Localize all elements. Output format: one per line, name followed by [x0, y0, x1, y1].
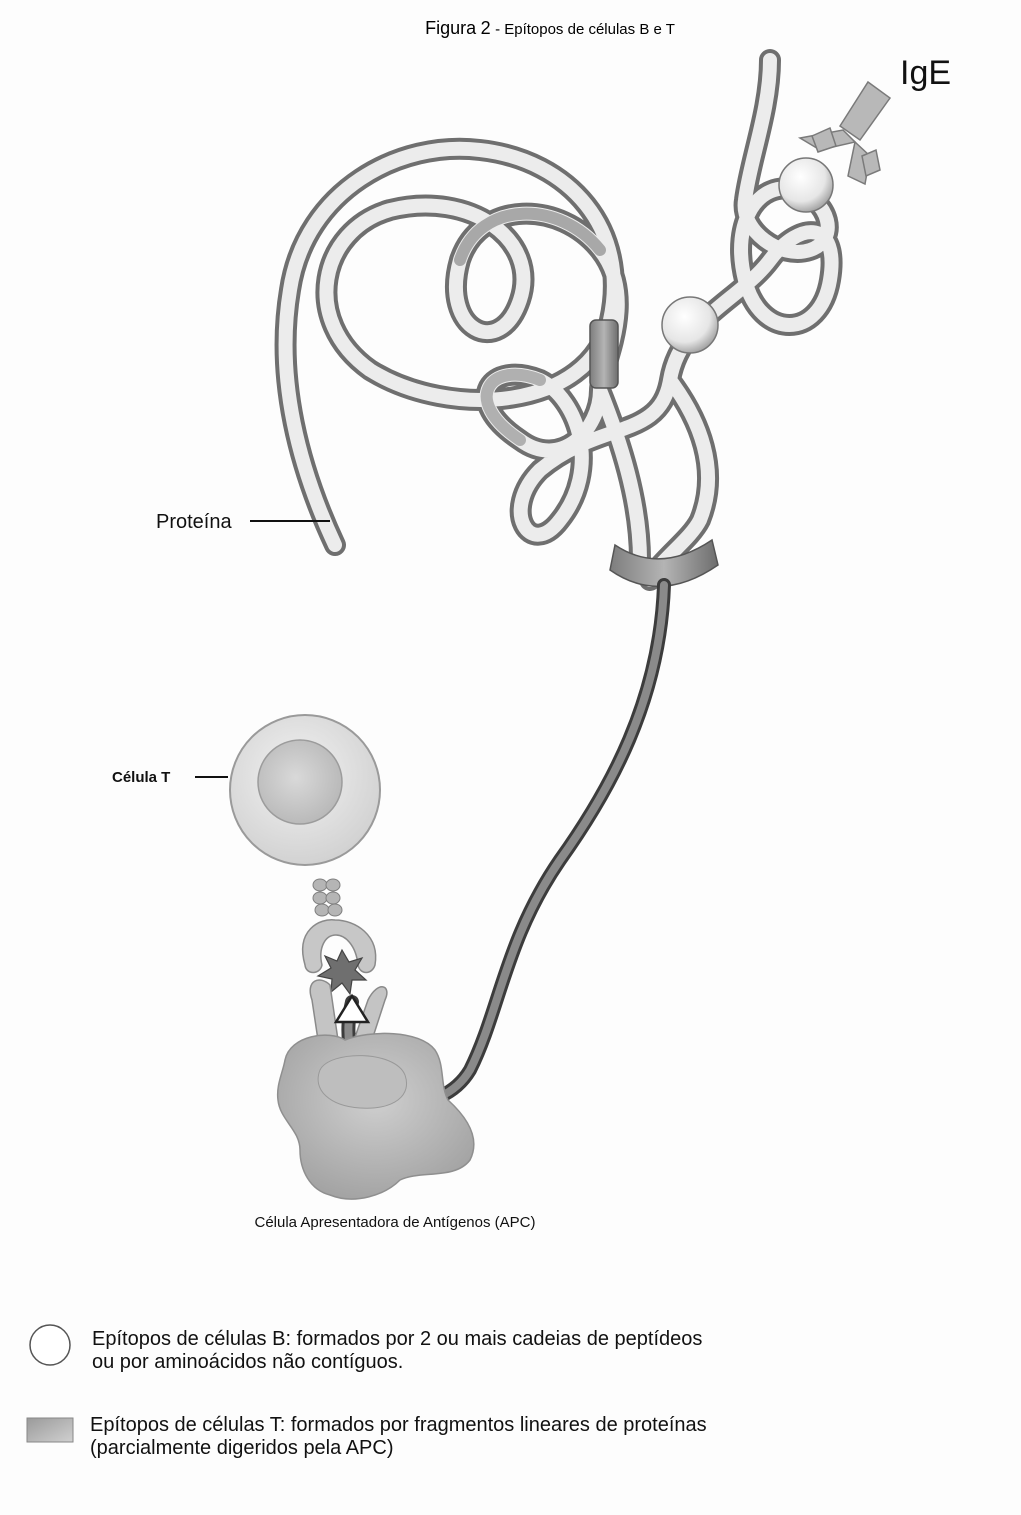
protein-label: Proteína [156, 511, 232, 533]
ige-label: IgE [900, 54, 951, 92]
legend-t-epitope-symbol [27, 1418, 73, 1442]
t-cell-nucleus [258, 740, 342, 824]
legend-b-epitope-text: Epítopos de células B: formados por 2 ou… [92, 1328, 702, 1374]
figure-title-number: 2 [481, 18, 491, 38]
legend-b-epitope-line1: Epítopos de células B: formados por 2 ou… [92, 1328, 702, 1351]
b-epitope-ball-1 [662, 297, 718, 353]
legend-t-epitope-line2: (parcialmente digeridos pela APC) [90, 1437, 707, 1460]
t-cell-label: Célula T [112, 769, 170, 786]
protein-chain [286, 60, 832, 580]
legend-b-epitope-symbol [30, 1325, 70, 1365]
apc-inner [318, 1056, 406, 1109]
legend-t-epitope-line1: Epítopos de células T: formados por frag… [90, 1414, 707, 1437]
figure-title-prefix: Figura [425, 18, 477, 38]
protein-tube-outline [286, 60, 832, 580]
b-epitope-ball-2 [779, 158, 833, 212]
peptide-strand [348, 585, 664, 1103]
t-epitope-segment-upper [590, 320, 618, 388]
legend-b-epitope-line2: ou por aminoácidos não contíguos. [92, 1351, 702, 1374]
apc-label: Célula Apresentadora de Antígenos (APC) [254, 1214, 535, 1231]
tcr-beads [313, 879, 342, 916]
legend-t-epitope-text: Epítopos de células T: formados por frag… [90, 1414, 707, 1460]
figure-title-rest: - Epítopos de células B e T [495, 21, 675, 38]
figure-title: Figura 2 - Epítopos de células B e T [425, 18, 675, 38]
presentation-arrowhead [336, 996, 368, 1022]
peptide-strand-outline [348, 585, 664, 1103]
